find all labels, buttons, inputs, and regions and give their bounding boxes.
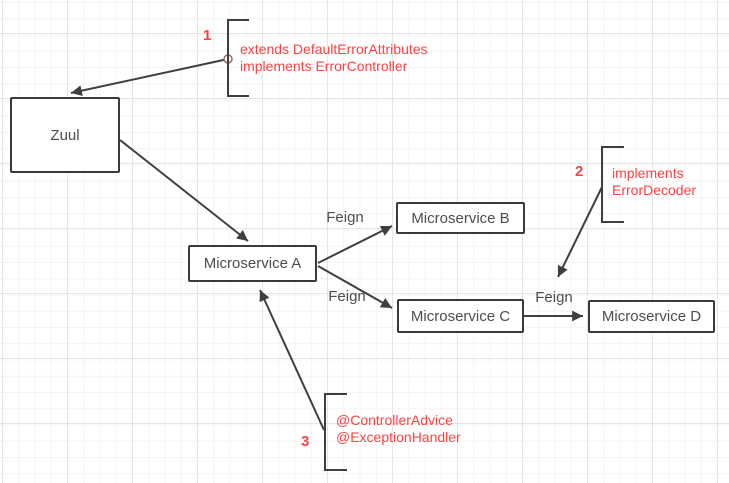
node-microservice-b[interactable]: Microservice B	[396, 202, 525, 234]
annotation2-line2: ErrorDecoder	[612, 181, 697, 198]
annotation3-line2: @ExceptionHandler	[336, 428, 461, 445]
edge-annotation3-to-ms-a[interactable]	[259, 289, 325, 431]
edge-annotation2-to-feign[interactable]	[557, 186, 603, 278]
edge-label-feign-a-b[interactable]: Feign	[326, 209, 364, 226]
annotation1-bracket[interactable]	[227, 19, 249, 97]
edge-zuul-to-ms-a[interactable]	[119, 139, 249, 242]
annotation2-text[interactable]: implements ErrorDecoder	[612, 165, 696, 198]
annotation1-line1: extends DefaultErrorAttributes	[240, 41, 428, 57]
node-microservice-c[interactable]: Microservice C	[397, 299, 524, 333]
node-microservice-a-label: Microservice A	[203, 255, 302, 272]
annotation1-line2: implements ErrorController	[240, 57, 408, 74]
node-microservice-d-label: Microservice D	[601, 308, 702, 325]
node-zuul[interactable]: Zuul	[10, 97, 120, 173]
edge-label-feign-c-d[interactable]: Feign	[535, 289, 573, 306]
edge-annotation1-to-zuul[interactable]	[70, 58, 229, 97]
node-microservice-d[interactable]: Microservice D	[588, 300, 715, 333]
annotation2-number: 2	[575, 163, 584, 180]
edge-label-feign-a-c[interactable]: Feign	[328, 288, 366, 305]
annotation3-line1: @ControllerAdvice	[336, 412, 453, 428]
edge-ms-a-to-ms-c[interactable]	[317, 265, 393, 309]
annotation3-number: 3	[301, 433, 310, 450]
node-microservice-c-label: Microservice C	[410, 307, 511, 325]
annotation3-text[interactable]: @ControllerAdvice @ExceptionHandler	[336, 412, 461, 445]
annotation2-bracket[interactable]	[601, 146, 624, 223]
node-zuul-label: Zuul	[50, 126, 80, 144]
node-microservice-b-label: Microservice B	[411, 209, 510, 227]
annotation3-bracket[interactable]	[324, 393, 347, 471]
annotation1-text[interactable]: extends DefaultErrorAttributes implement…	[240, 41, 428, 74]
edge-ms-a-to-ms-b[interactable]	[317, 225, 393, 264]
annotation2-line1: implements	[612, 165, 684, 181]
node-microservice-a[interactable]: Microservice A	[188, 245, 317, 282]
annotation1-number: 1	[203, 27, 212, 44]
